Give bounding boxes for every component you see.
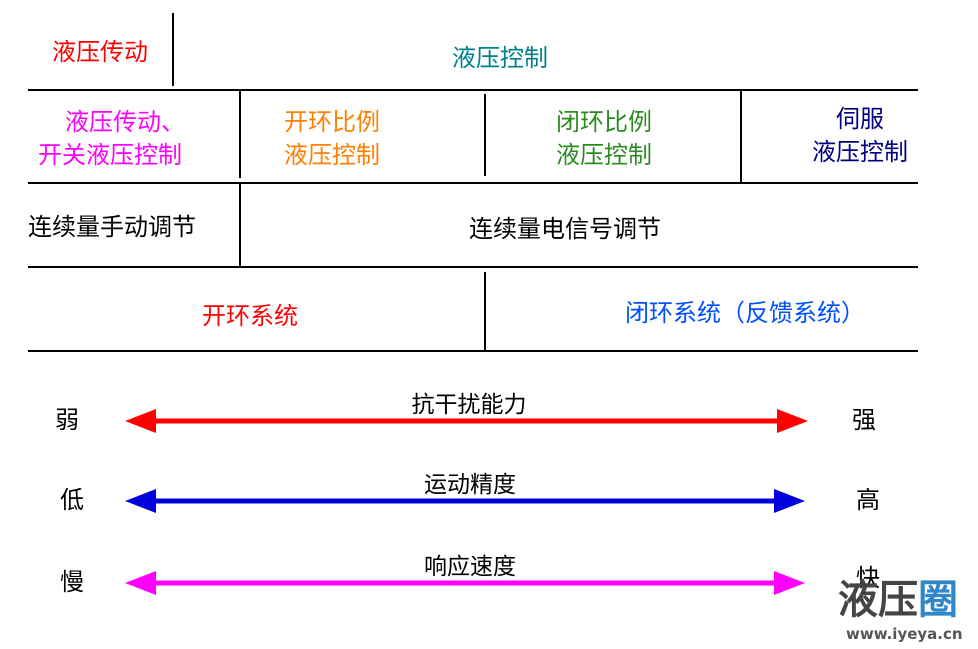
servo-control-label: 伺服 液压控制 — [790, 103, 930, 169]
switch-control-line1: 液压传动、 — [65, 108, 185, 136]
hydraulic-control-label: 液压控制 — [452, 44, 548, 72]
response-title: 响应速度 — [424, 554, 516, 580]
interference-arrow — [125, 409, 808, 433]
servo-control-line1: 伺服 — [836, 105, 884, 133]
open-loop-proportional-line2: 液压控制 — [284, 141, 380, 169]
col-divider-row1 — [172, 13, 174, 86]
col-divider-row2-b — [484, 94, 486, 176]
open-loop-system-label: 开环系统 — [202, 302, 298, 330]
col-divider-row2-c — [740, 91, 742, 182]
hydraulic-transmission-label: 液压传动 — [52, 38, 148, 66]
row-divider-3 — [28, 266, 918, 268]
switch-control-line2: 开关液压控制 — [38, 141, 182, 169]
interference-high-label: 强 — [852, 406, 876, 434]
open-loop-proportional-label: 开环比例 液压控制 — [262, 106, 402, 172]
row-divider-1 — [28, 89, 918, 91]
interference-low-label: 弱 — [55, 406, 79, 434]
closed-loop-system-label: 闭环系统（反馈系统） — [625, 299, 865, 327]
col-divider-row2-a — [239, 91, 241, 178]
precision-arrow — [125, 489, 805, 513]
interference-title: 抗干扰能力 — [411, 392, 527, 418]
electric-signal-regulation-label: 连续量电信号调节 — [469, 215, 661, 243]
site-logo-text: 液压 — [838, 577, 918, 623]
closed-loop-proportional-label: 闭环比例 液压控制 — [534, 106, 674, 172]
closed-loop-proportional-line1: 闭环比例 — [556, 108, 652, 136]
site-logo-accent: 圈 — [918, 577, 958, 623]
response-low-label: 慢 — [60, 568, 84, 596]
switch-control-label: 液压传动、 开关液压控制 — [20, 106, 200, 172]
site-url: www.iyeya.cn — [846, 625, 963, 643]
row-divider-2 — [28, 182, 918, 184]
response-high-label: 快 — [856, 564, 880, 592]
manual-regulation-label: 连续量手动调节 — [28, 213, 196, 241]
precision-title: 运动精度 — [424, 472, 516, 498]
col-divider-row3 — [239, 183, 241, 268]
servo-control-line2: 液压控制 — [812, 138, 908, 166]
precision-low-label: 低 — [60, 486, 84, 514]
closed-loop-proportional-line2: 液压控制 — [556, 141, 652, 169]
response-speed-arrow — [125, 571, 805, 595]
precision-high-label: 高 — [856, 486, 880, 514]
row-divider-4 — [28, 350, 918, 352]
col-divider-row4 — [484, 272, 486, 352]
open-loop-proportional-line1: 开环比例 — [284, 108, 380, 136]
site-logo: 液压圈 — [838, 578, 978, 622]
